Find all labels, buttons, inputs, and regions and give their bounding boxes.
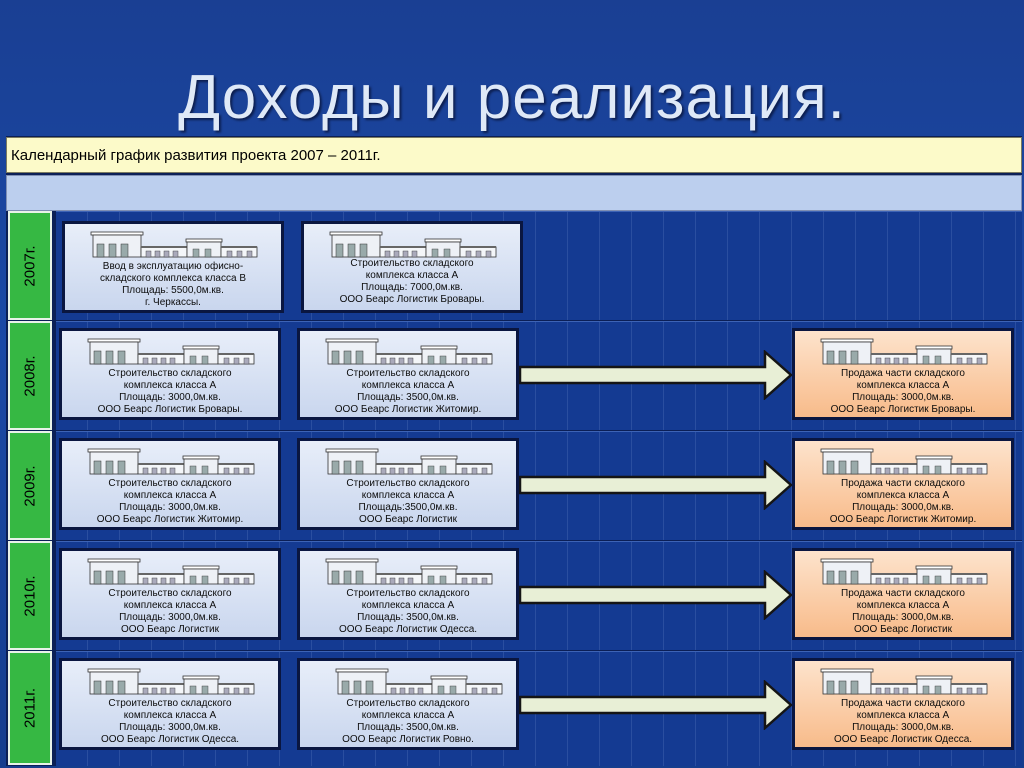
warehouse-icon [89,231,259,259]
project-card-text: Строительство складского комплекса класс… [339,258,485,305]
project-card[interactable]: Строительство складского комплекса класс… [59,658,281,750]
project-card-text: Строительство складского комплекса класс… [346,478,470,527]
project-card-text: Ввод в эксплуатацию офисно- складского к… [100,261,246,308]
year-cell-2008: 2008г. [8,321,52,430]
year-cell-2011: 2011г. [8,651,52,765]
warehouse-icon [324,448,494,476]
sale-card-text: Продажа части складского комплекса класс… [841,588,965,637]
year-cell-2009: 2009г. [8,431,52,540]
project-card[interactable]: Строительство складского комплекса класс… [301,221,523,313]
warehouse-icon [324,558,494,586]
year-cell-2010: 2010г. [8,541,52,650]
sale-card-text: Продажа части складского комплекса класс… [829,478,977,525]
year-label: 2010г. [21,574,39,617]
project-card[interactable]: Строительство складского комплекса класс… [59,328,281,420]
project-card[interactable]: Строительство складского комплекса класс… [59,548,281,640]
year-cell-2007: 2007г. [8,211,52,320]
warehouse-icon [819,338,989,366]
arrow-right-icon [519,350,793,400]
project-card-text: Строительство складского комплекса класс… [334,368,482,415]
project-card[interactable]: Строительство складского комплекса класс… [297,548,519,640]
warehouse-icon [334,668,504,696]
sale-card[interactable]: Продажа части складского комплекса класс… [792,328,1014,420]
year-label: 2008г. [21,354,39,397]
schedule-header-text: Календарный график развития проекта 2007… [11,147,381,164]
warehouse-icon [819,448,989,476]
page-title: Доходы и реализация. [178,63,846,132]
warehouse-icon [819,668,989,696]
warehouse-icon [86,448,256,476]
arrow-right-icon [519,460,793,510]
year-label: 2007г. [21,244,39,287]
warehouse-icon [86,338,256,366]
sale-card-text: Продажа части складского комплекса класс… [833,698,973,745]
warehouse-icon [324,338,494,366]
arrow-right-icon [519,680,793,730]
warehouse-icon [86,668,256,696]
project-card[interactable]: Строительство складского комплекса класс… [297,438,519,530]
project-card[interactable]: Строительство складского комплекса класс… [59,438,281,530]
project-card[interactable]: Строительство складского комплекса класс… [297,328,519,420]
warehouse-icon [328,231,498,259]
warehouse-icon [86,558,256,586]
project-card-text: Строительство складского комплекса класс… [108,588,232,637]
sale-card[interactable]: Продажа части складского комплекса класс… [792,658,1014,750]
arrow-right-icon [519,570,793,620]
project-card[interactable]: Строительство складского комплекса класс… [297,658,519,750]
project-card-text: Строительство складского комплекса класс… [97,368,243,415]
year-label: 2009г. [21,464,39,507]
schedule-header-band: Календарный график развития проекта 2007… [6,137,1022,173]
project-card-text: Строительство складского комплекса класс… [342,698,474,745]
sale-card[interactable]: Продажа части складского комплекса класс… [792,438,1014,530]
project-card-text: Строительство складского комплекса класс… [96,478,244,525]
sale-card-text: Продажа части складского комплекса класс… [830,368,976,415]
schedule-sub-band [6,175,1022,211]
warehouse-icon [819,558,989,586]
project-card-text: Строительство складского комплекса класс… [338,588,478,635]
project-card[interactable]: Ввод в эксплуатацию офисно- складского к… [62,221,284,313]
sale-card[interactable]: Продажа части складского комплекса класс… [792,548,1014,640]
project-card-text: Строительство складского комплекса класс… [100,698,240,745]
year-label: 2011г. [21,687,39,729]
